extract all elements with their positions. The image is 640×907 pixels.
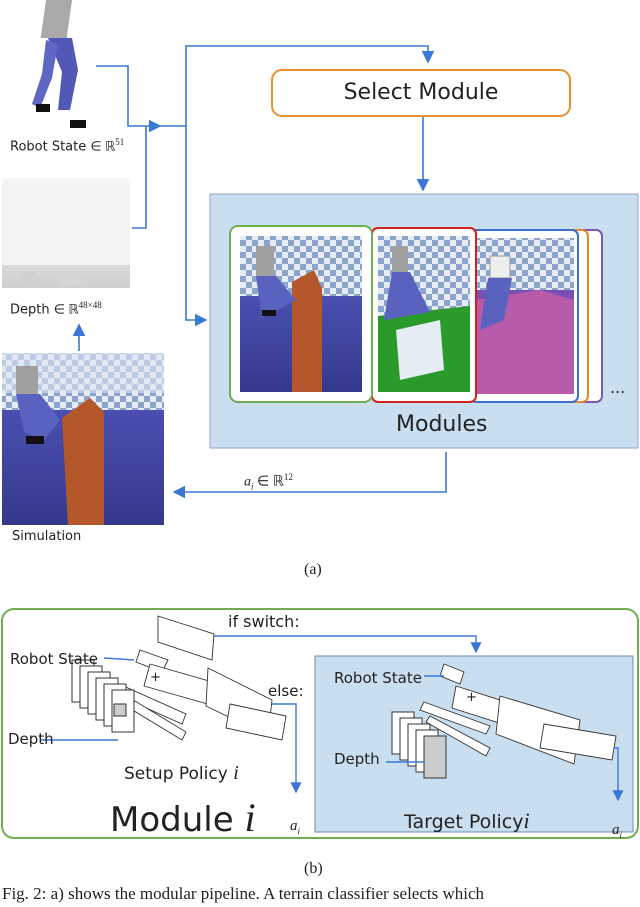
module-image-obstacle (240, 236, 362, 392)
else-label: else: (268, 682, 304, 700)
setup-depth-stack (71, 659, 135, 733)
setup-depth-label: Depth (8, 730, 54, 748)
select-module-label: Select Module (343, 80, 499, 105)
modules-label: Modules (396, 412, 488, 437)
target-policy-network (419, 663, 617, 765)
modules-ellipsis: ... (610, 378, 626, 397)
target-policy-label: Target Policyi (404, 808, 530, 833)
caption-a: (a) (304, 561, 322, 578)
module-image-gap (378, 236, 470, 392)
if-switch-label: if switch: (228, 612, 300, 631)
figure-caption: Fig. 2: a) shows the modular pipeline. A… (2, 884, 485, 903)
setup-policy-network (105, 615, 287, 741)
module-arrows (40, 635, 624, 802)
select-module-box (271, 69, 571, 117)
simulation-image (2, 353, 164, 525)
setup-policy-label: Setup Policy i (124, 762, 239, 784)
target-depth-label: Depth (334, 750, 380, 768)
robot-state-image (32, 0, 86, 128)
setup-output-a: ai (290, 818, 301, 836)
action-label: ai ∈ ℝ12 (244, 472, 293, 492)
simulation-label: Simulation (12, 529, 82, 544)
target-output-a: ai (612, 822, 623, 840)
pipeline-arrows (72, 45, 447, 499)
robot-state-label: Robot State ∈ ℝ51 (10, 137, 125, 155)
setup-plus-sign: + (150, 670, 161, 685)
target-robot-state-label: Robot State (334, 669, 422, 687)
target-plus-sign: + (466, 690, 477, 705)
setup-robot-state-label: Robot State (10, 650, 98, 668)
depth-image (2, 178, 130, 288)
module-i-label: Module i (110, 795, 256, 840)
caption-b: (b) (304, 860, 323, 877)
module-image-stairs (474, 238, 574, 394)
depth-label: Depth ∈ ℝ48×48 (10, 300, 102, 318)
